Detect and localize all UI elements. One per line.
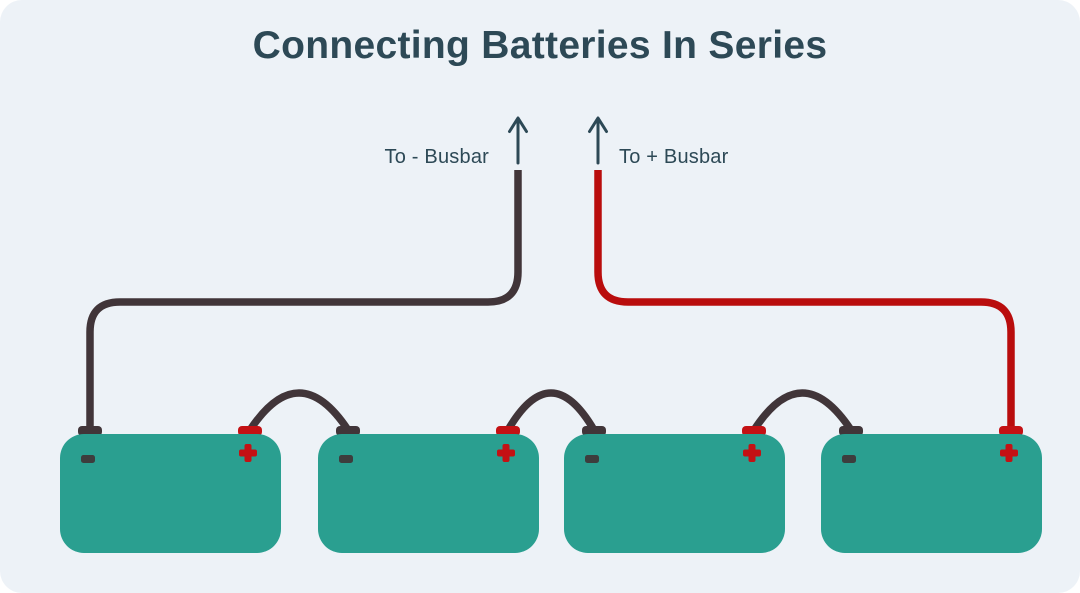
- jumper-wire-battery2-battery3: [504, 389, 598, 434]
- battery-4-minus-symbol: [842, 455, 856, 463]
- negative-busbar-label: To - Busbar: [384, 146, 489, 168]
- battery-2-minus-symbol: [339, 455, 353, 463]
- battery-4-negative-terminal: [839, 426, 863, 436]
- jumper-wire-battery1-battery2: [246, 389, 352, 434]
- battery-1-positive-terminal: [238, 426, 262, 436]
- positive-busbar-up-arrow-icon: [588, 116, 608, 165]
- battery-2-negative-terminal: [336, 426, 360, 436]
- negative-busbar-up-arrow-icon: [508, 116, 528, 165]
- page-title: Connecting Batteries In Series: [252, 24, 828, 67]
- positive-busbar-label: To + Busbar: [619, 146, 729, 168]
- battery-1-negative-terminal: [78, 426, 102, 436]
- negative-busbar-wire: [86, 170, 522, 430]
- battery-4-body: [821, 434, 1042, 553]
- battery-4-plus-symbol: [1000, 444, 1018, 462]
- battery-4-positive-terminal: [999, 426, 1023, 436]
- jumper-wire-battery3-battery4: [750, 389, 855, 434]
- positive-busbar-wire: [594, 170, 1015, 430]
- battery-3-plus-symbol: [743, 444, 761, 462]
- battery-2-plus-symbol: [497, 444, 515, 462]
- battery-2-positive-terminal: [496, 426, 520, 436]
- battery-3-body: [564, 434, 785, 553]
- battery-2-body: [318, 434, 539, 553]
- battery-1-minus-symbol: [81, 455, 95, 463]
- battery-1-body: [60, 434, 281, 553]
- battery-3-minus-symbol: [585, 455, 599, 463]
- battery-1-plus-symbol: [239, 444, 257, 462]
- battery-3-negative-terminal: [582, 426, 606, 436]
- battery-3-positive-terminal: [742, 426, 766, 436]
